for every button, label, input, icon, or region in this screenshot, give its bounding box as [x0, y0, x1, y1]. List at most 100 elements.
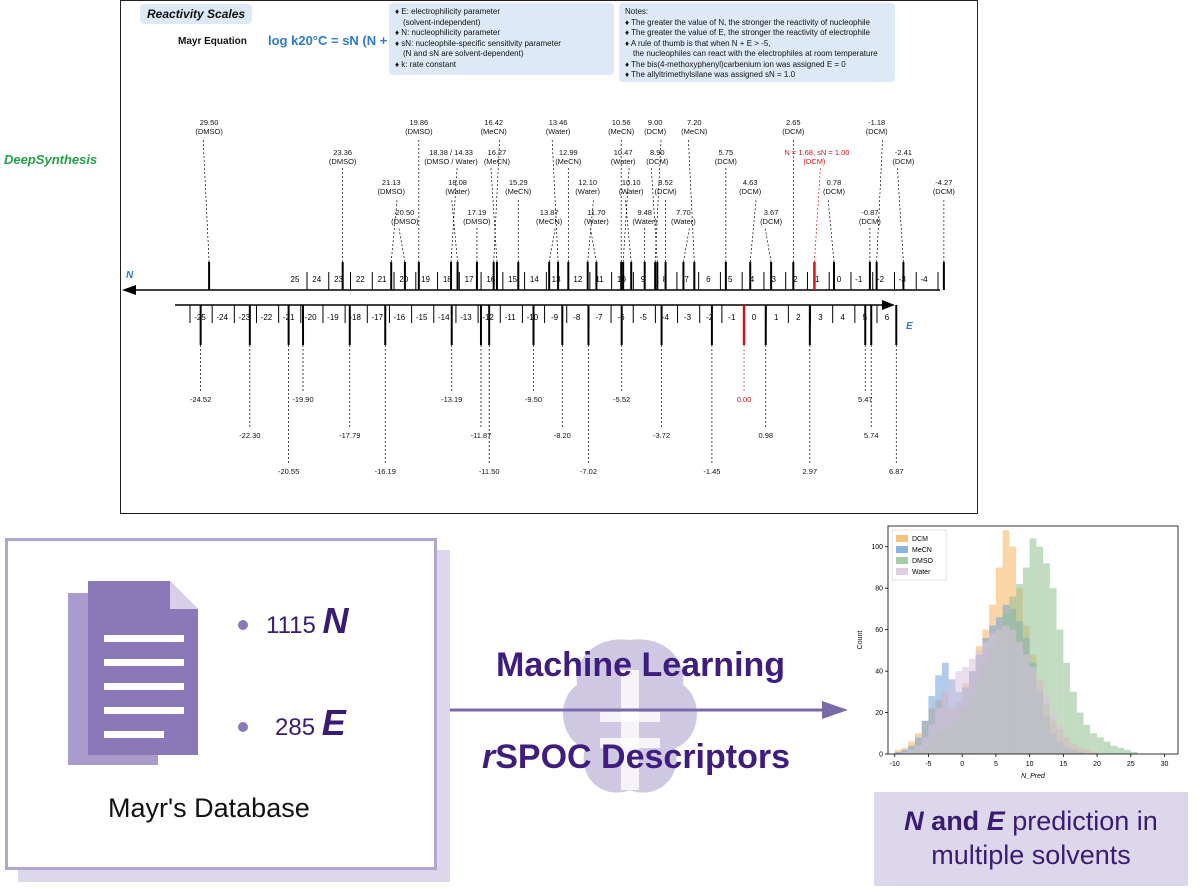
nucleophile-value: -2.41 (DCM)	[892, 148, 915, 166]
electrophile-value: 2.97	[802, 467, 818, 476]
electrophile-value: 0.00	[736, 395, 752, 404]
nucleophile-value: 7.70 (Water)	[671, 208, 696, 226]
e-tick-label: -16	[394, 313, 406, 322]
nucleophile-leader	[548, 227, 556, 263]
histogram-bar	[982, 642, 990, 754]
e-tick-label: -8	[573, 313, 581, 322]
legend-entry: DCM	[912, 536, 928, 543]
e-tick-label: -20	[305, 313, 317, 322]
nucleophile-value: 3.67 (DCM)	[760, 208, 783, 226]
e-symbol: E	[321, 702, 346, 743]
histogram-bar	[968, 658, 976, 754]
electrophile-value: 5.74	[863, 431, 879, 440]
nucleophile-value: 18.38 / 14.33 (DMSO / Water)	[424, 148, 478, 166]
histogram-bar	[1090, 733, 1098, 754]
n-symbol: N	[322, 600, 349, 641]
e-tick-label: -3	[684, 313, 692, 322]
histogram-bar	[935, 708, 942, 754]
histogram-bar	[1049, 712, 1057, 754]
prediction-line-1: N and E prediction in	[874, 792, 1188, 838]
histogram-bar	[1009, 629, 1017, 754]
nucleophile-leader	[398, 227, 406, 263]
nucleophile-value: 23.36 (DMSO)	[328, 148, 357, 166]
e-count-line: 285 E	[275, 702, 346, 744]
histogram-bar	[901, 751, 909, 754]
legend-swatch	[896, 568, 908, 575]
notes-title: Notes:	[625, 7, 649, 16]
nucleophile-value: 11.70 (Water)	[584, 208, 609, 226]
nucleophile-value: 8.90 (DCM)	[646, 148, 669, 166]
electrophile-value: -11.87	[470, 431, 492, 440]
y-axis-label: Count	[857, 631, 864, 650]
nucleophile-value: 8.52 (DCM)	[654, 178, 677, 196]
n-tick-label: 5	[728, 275, 733, 284]
x-tick-label: 0	[960, 761, 964, 768]
nucleophile-value: -1.18 (DCM)	[865, 118, 888, 136]
n-tick-label: 23	[334, 275, 343, 284]
definition-line: (solvent-independent)	[403, 17, 481, 27]
e-tick-label: -23	[239, 313, 251, 322]
nucleophile-value: 21.13 (DMSO)	[377, 178, 405, 196]
histogram-bar	[1043, 563, 1050, 754]
x-tick-label: 5	[994, 761, 998, 768]
y-tick-label: 0	[879, 752, 883, 759]
nucleophile-value: 29.50 (DMSO)	[195, 118, 223, 136]
n-tick-label: 1	[815, 275, 820, 284]
e-tick-label: -24	[216, 313, 228, 322]
nucleophile-value: 9.48 (Water)	[632, 208, 658, 226]
n-tick-label: 6	[706, 275, 711, 284]
n-tick-label: 11	[595, 275, 604, 284]
nucleophile-value: N = 1.68, sN = 1.00 (DCM)	[784, 148, 850, 166]
histogram-bar	[1056, 629, 1064, 754]
n-tick-label: 16	[486, 275, 495, 284]
nucleophile-leader	[749, 197, 757, 263]
x-tick-label: 25	[1127, 761, 1135, 768]
legend-swatch	[896, 535, 908, 542]
electrophile-value: -5.52	[613, 395, 631, 404]
e-tick-label: 1	[774, 313, 779, 322]
histogram-bar	[1043, 695, 1050, 754]
histogram-bar	[1029, 666, 1037, 754]
histogram-bar	[1049, 588, 1057, 754]
nucleophile-value: 19.86 (DMSO)	[405, 118, 433, 136]
nucleophile-value: 7.20 (MeCN)	[681, 118, 708, 136]
n-axis-arrow	[122, 285, 136, 295]
electrophile-value: -22.30	[239, 431, 261, 440]
histogram-bar	[995, 629, 1003, 754]
e-tick-label: -11	[505, 313, 517, 322]
n-tick-label: 24	[312, 275, 321, 284]
nucleophile-leader	[624, 197, 632, 263]
legend-swatch	[896, 546, 908, 553]
n-tick-label: 4	[750, 275, 755, 284]
histogram-bar	[914, 745, 922, 754]
nucleophile-value: 0.78 (DCM)	[822, 178, 846, 196]
e-tick-label: -19	[327, 313, 339, 322]
nucleophile-value: -4.27 (DCM)	[932, 178, 955, 196]
e-tick-label: -13	[460, 313, 472, 322]
histogram-bar	[901, 749, 909, 754]
nucleophile-value: 10.56 (MeCN)	[608, 118, 635, 136]
definition-line: ♦ k: rate constant	[395, 59, 456, 69]
definition-line: (N and sN are solvent-dependent)	[403, 49, 524, 58]
definition-line: ♦ N: nucleophilicity parameter	[395, 28, 501, 37]
nucleophile-value: 10.10 (Water)	[618, 178, 644, 196]
n-tick-label: 13	[552, 275, 561, 284]
e-tick-label: -7	[595, 313, 603, 322]
e-tick-label: -1	[728, 313, 736, 322]
n-tick-label: 17	[465, 275, 474, 284]
e-tick-label: -22	[261, 313, 273, 322]
electrophile-value: -9.50	[524, 395, 543, 404]
histogram-bar	[921, 737, 929, 754]
histogram-bar	[1036, 679, 1044, 754]
nucleophile-value: 16.27 (MeCN)	[483, 148, 511, 166]
n-tick-label: 15	[508, 275, 517, 284]
nucleophile-leader	[876, 137, 883, 263]
method-line-1: Machine Learning	[496, 646, 786, 684]
definitions-box: ♦ E: electrophilicity parameter (solvent…	[389, 3, 614, 75]
histogram-bar	[1103, 741, 1111, 754]
histogram-bar	[1063, 737, 1071, 754]
histogram-bar	[1124, 749, 1131, 754]
note-line: ♦ The allyltrimethylsilane was assigned …	[625, 70, 796, 79]
histogram-bar	[1036, 546, 1044, 754]
nucleophile-leader	[764, 227, 772, 263]
